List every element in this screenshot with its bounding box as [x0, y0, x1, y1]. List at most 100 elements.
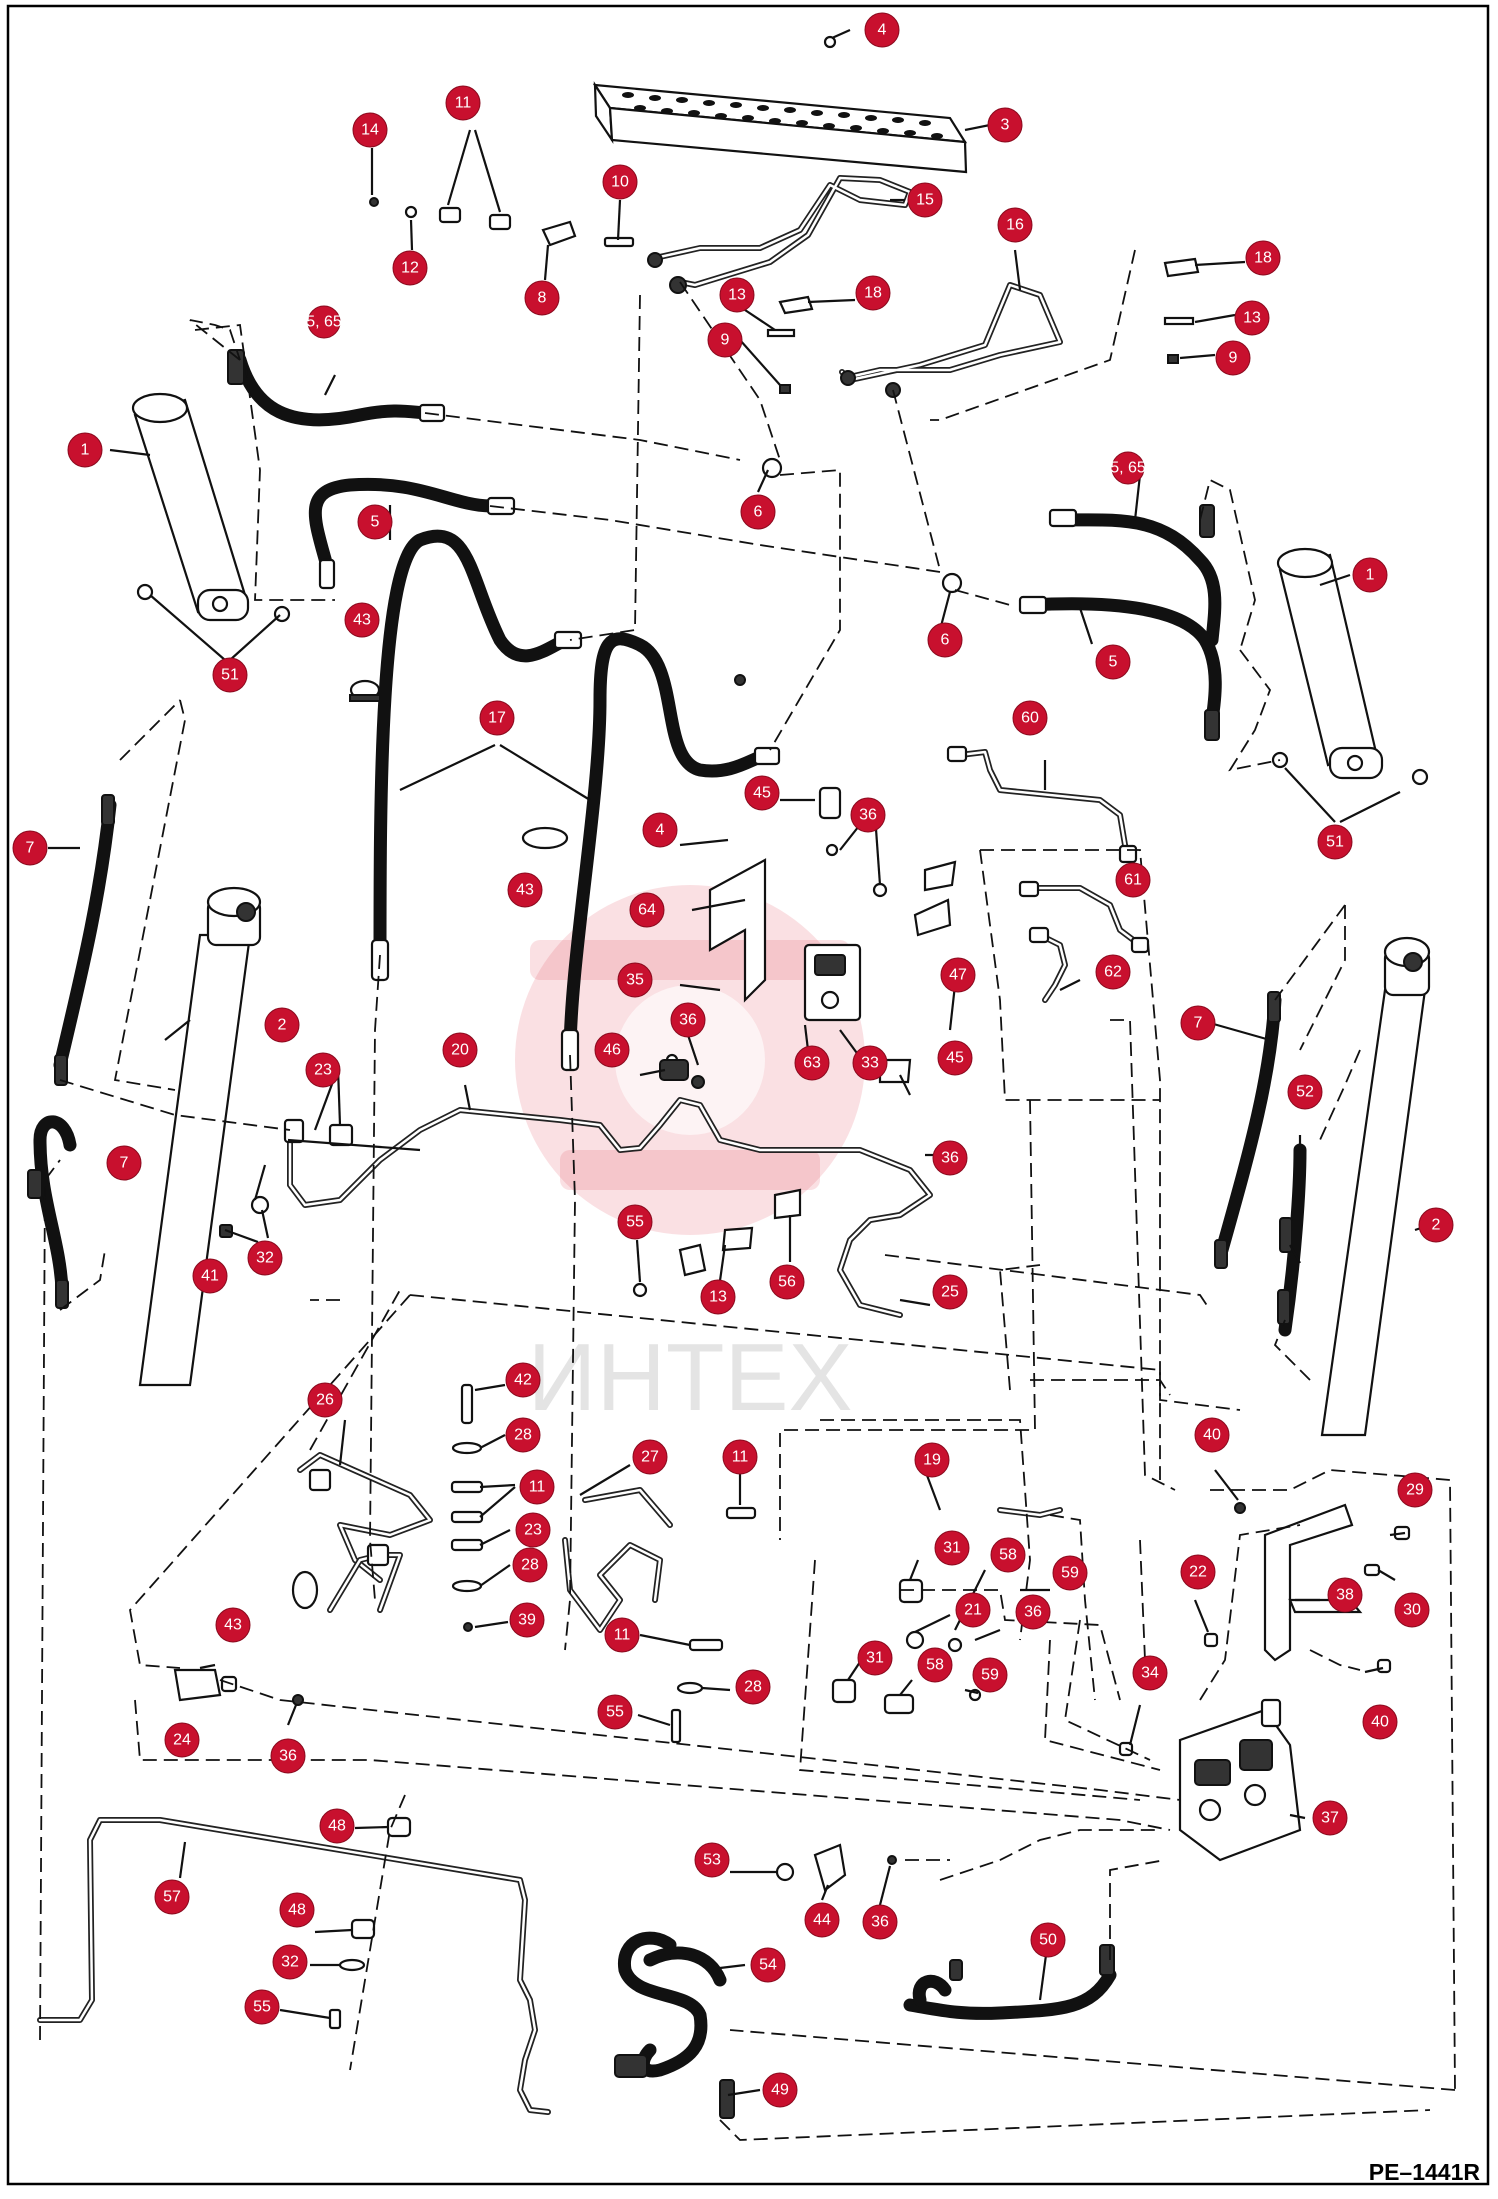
tube-57	[37, 1817, 551, 2115]
svg-text:12: 12	[401, 260, 419, 277]
svg-text:59: 59	[981, 1667, 999, 1684]
svg-text:5: 5	[1109, 654, 1118, 671]
callout-13: 13	[719, 277, 755, 313]
svg-text:4: 4	[878, 22, 887, 39]
svg-text:26: 26	[316, 1392, 334, 1409]
svg-text:3: 3	[1001, 117, 1010, 134]
svg-text:48: 48	[288, 1902, 306, 1919]
svg-text:63: 63	[803, 1055, 821, 1072]
svg-text:31: 31	[866, 1650, 884, 1667]
svg-text:29: 29	[1406, 1482, 1424, 1499]
callout-5-65: 5, 65	[306, 305, 342, 339]
hose-5-right	[1018, 595, 1222, 741]
bolt-4-top	[823, 35, 837, 49]
svg-text:61: 61	[1124, 872, 1142, 889]
callout-38: 38	[1327, 1577, 1363, 1613]
callout-23: 23	[305, 1052, 341, 1088]
callout-13: 13	[700, 1279, 736, 1315]
callout-6: 6	[740, 494, 776, 530]
callout-32: 32	[272, 1944, 308, 1980]
callout-57: 57	[154, 1879, 190, 1915]
cylinder-1-right	[1271, 547, 1429, 786]
svg-text:30: 30	[1403, 1602, 1421, 1619]
callout-25: 25	[932, 1274, 968, 1310]
svg-text:39: 39	[518, 1612, 536, 1629]
callout-36: 36	[1015, 1594, 1051, 1630]
callout-5-65: 5, 65	[1110, 451, 1146, 485]
control-valve-37	[1178, 1698, 1302, 1862]
callout-37: 37	[1312, 1800, 1348, 1836]
callout-19: 19	[914, 1442, 950, 1478]
svg-text:62: 62	[1104, 964, 1122, 981]
callout-2: 2	[1418, 1207, 1454, 1243]
callout-6: 6	[927, 622, 963, 658]
svg-text:7: 7	[26, 840, 35, 857]
svg-text:23: 23	[314, 1062, 332, 1079]
svg-text:31: 31	[943, 1540, 961, 1557]
callout-40: 40	[1194, 1417, 1230, 1453]
callout-7: 7	[106, 1145, 142, 1181]
callout-31: 31	[934, 1530, 970, 1566]
svg-text:55: 55	[606, 1704, 624, 1721]
clamp-set-center	[632, 1188, 802, 1298]
svg-text:11: 11	[455, 95, 472, 112]
tube-15	[647, 175, 913, 294]
svg-text:15: 15	[916, 192, 934, 209]
fittings-center	[665, 674, 957, 1089]
callout-59: 59	[1052, 1555, 1088, 1591]
svg-text:47: 47	[949, 967, 967, 984]
callout-11: 11	[604, 1617, 640, 1653]
callout-43: 43	[507, 872, 543, 908]
svg-text:40: 40	[1203, 1427, 1221, 1444]
svg-text:48: 48	[328, 1818, 346, 1835]
hose-5-left	[308, 477, 516, 590]
callout-14: 14	[352, 112, 388, 148]
callout-11: 11	[445, 85, 481, 121]
svg-text:13: 13	[1243, 310, 1261, 327]
callout-13: 13	[1234, 300, 1270, 336]
callout-4: 4	[864, 12, 900, 48]
routing-lines	[39, 249, 1456, 2141]
callout-39: 39	[509, 1602, 545, 1638]
drawing-reference: PE–1441R	[1368, 2159, 1480, 2185]
svg-text:32: 32	[256, 1250, 274, 1267]
svg-text:9: 9	[721, 332, 730, 349]
callout-23: 23	[515, 1512, 551, 1548]
svg-text:42: 42	[514, 1372, 532, 1389]
svg-text:50: 50	[1039, 1932, 1057, 1949]
callout-45: 45	[937, 1040, 973, 1076]
svg-text:1: 1	[1366, 567, 1375, 584]
fittings-group-lower	[831, 1578, 1134, 1757]
callout-36: 36	[862, 1904, 898, 1940]
hardware-row-top	[369, 197, 635, 248]
callout-26: 26	[307, 1382, 343, 1418]
callout-5: 5	[357, 504, 393, 540]
watermark-text: ИНТЕХ	[527, 1324, 852, 1431]
svg-text:32: 32	[281, 1954, 299, 1971]
svg-text:1: 1	[81, 442, 90, 459]
svg-text:2: 2	[1432, 1217, 1441, 1234]
callout-34: 34	[1132, 1655, 1168, 1691]
callout-29: 29	[1397, 1472, 1433, 1508]
svg-text:36: 36	[871, 1914, 889, 1931]
svg-text:28: 28	[744, 1679, 762, 1696]
callout-58: 58	[917, 1647, 953, 1683]
callout-42: 42	[505, 1362, 541, 1398]
svg-text:46: 46	[603, 1042, 621, 1059]
callout-12: 12	[392, 250, 428, 286]
callout-9: 9	[1215, 340, 1251, 376]
svg-text:36: 36	[859, 807, 877, 824]
tube-26	[297, 1452, 433, 1613]
callout-1: 1	[67, 432, 103, 468]
svg-text:58: 58	[999, 1547, 1017, 1564]
perforated-plate	[592, 81, 968, 174]
callout-47: 47	[940, 957, 976, 993]
fitting-6-right	[941, 572, 963, 594]
callout-54: 54	[750, 1947, 786, 1983]
svg-text:5, 65: 5, 65	[306, 314, 342, 331]
tube-27	[562, 1487, 673, 1633]
callout-36: 36	[270, 1738, 306, 1774]
svg-text:23: 23	[524, 1522, 542, 1539]
callout-55: 55	[617, 1204, 653, 1240]
